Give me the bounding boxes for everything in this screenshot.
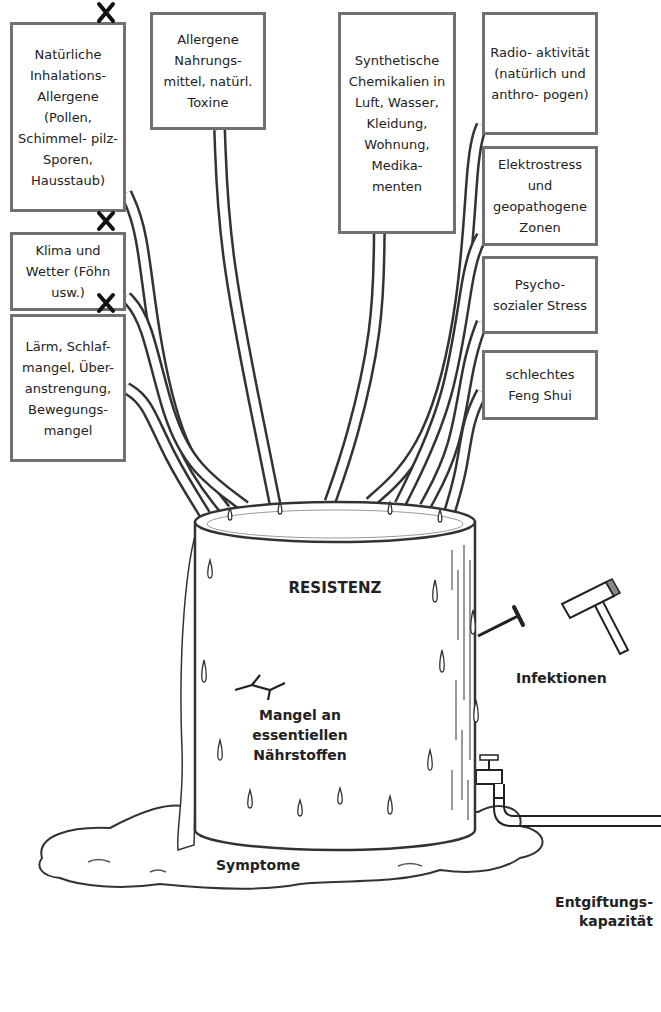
barrel-shading — [457, 570, 458, 640]
water-drop — [248, 790, 253, 808]
barrel-shading — [467, 780, 468, 820]
water-drop — [228, 508, 232, 520]
stressor-box: Radio- aktivität (natürlich und anthro- … — [482, 12, 598, 135]
inflow-pipe — [330, 234, 379, 502]
pipe-inner — [450, 392, 482, 511]
tap-body — [476, 770, 502, 784]
water-drop — [474, 700, 479, 722]
barrel-rim — [195, 502, 475, 542]
hammer-face — [606, 579, 620, 596]
pipe-outline — [220, 130, 275, 504]
water-drop — [338, 788, 343, 804]
box-text: Lärm, Schlaf- mangel, Über- anstrengung,… — [18, 336, 118, 441]
inflow-pipe — [450, 392, 482, 511]
stressor-box: Psycho- sozialer Stress — [482, 256, 598, 334]
tap-stem — [488, 760, 490, 770]
label-holder: Infektionen — [516, 669, 646, 688]
cross-mark — [99, 295, 113, 311]
box-text: Radio- aktivität (natürlich und anthro- … — [490, 42, 590, 105]
barrel-text: Mangel an essentiellen Nährstoffen — [235, 705, 365, 765]
barrel-shape: RESISTENZ Mangel an essentiellen Nährstof… — [190, 500, 480, 850]
water-drop — [278, 502, 282, 514]
water-drop — [471, 610, 476, 634]
barrel-shading — [455, 680, 456, 740]
stressor-box: Lärm, Schlaf- mangel, Über- anstrengung,… — [10, 314, 126, 462]
barrel-text: RESISTENZ — [190, 578, 480, 598]
stressor-box: Natürliche Inhalations- Allergene (Polle… — [10, 22, 126, 212]
box-text: Psycho- sozialer Stress — [490, 274, 590, 316]
water-drop — [440, 650, 445, 672]
pipe-inner — [126, 388, 205, 515]
pipe-inner — [220, 130, 275, 504]
water-drop — [433, 580, 438, 602]
tap-spout — [494, 784, 504, 798]
nail-head — [514, 607, 523, 625]
pipe-outline — [126, 388, 205, 515]
box-text: Klima und Wetter (Föhn usw.) — [18, 240, 118, 303]
barrel-crack — [235, 675, 285, 700]
nail-shaft — [478, 616, 518, 636]
box-text: Elektrostress und geopathogene Zonen — [490, 154, 590, 238]
stressor-box: Synthetische Chemikalien in Luft, Wasser… — [338, 12, 456, 234]
water-drop — [388, 796, 393, 814]
cross-mark — [99, 213, 113, 229]
label-holder: Entgiftungs- kapazität — [527, 893, 653, 931]
drain-pipe — [494, 798, 661, 826]
box-text: Allergene Nahrungs- mittel, natürl. Toxi… — [158, 29, 258, 113]
pipe-outline — [450, 392, 482, 511]
pipe-outline — [330, 234, 379, 502]
water-drop — [218, 740, 223, 760]
barrel-shading — [461, 730, 462, 800]
barrel-shading — [451, 770, 452, 810]
water-drop — [298, 800, 303, 816]
stressor-box: Elektrostress und geopathogene Zonen — [482, 146, 598, 246]
box-text: schlechtes Feng Shui — [490, 364, 590, 406]
callout-label: Infektionen — [516, 669, 646, 688]
stressor-box: Klima und Wetter (Föhn usw.) — [10, 232, 126, 311]
label-holder: Symptome — [216, 856, 326, 875]
callout-label: Symptome — [216, 856, 326, 875]
water-drop — [428, 750, 433, 770]
stressor-box: Allergene Nahrungs- mittel, natürl. Toxi… — [150, 12, 266, 130]
stressor-box: schlechtes Feng Shui — [482, 350, 598, 420]
pipe-inner — [330, 234, 379, 502]
callout-label: Entgiftungs- kapazität — [527, 893, 653, 931]
water-drop — [202, 660, 207, 682]
box-text: Synthetische Chemikalien in Luft, Wasser… — [346, 50, 448, 197]
inflow-pipe — [126, 388, 205, 515]
water-drop — [208, 560, 213, 578]
water-drop — [388, 502, 392, 514]
barrel-shading — [469, 560, 470, 760]
box-text: Natürliche Inhalations- Allergene (Polle… — [18, 44, 118, 191]
barrel-body — [195, 522, 475, 850]
water-drop — [438, 510, 442, 522]
barrel-shading — [463, 545, 464, 700]
barrel-shading — [451, 550, 452, 590]
hammer-head — [562, 582, 614, 618]
cross-mark — [99, 4, 113, 21]
barrel-outline — [190, 500, 480, 860]
inflow-pipe — [220, 130, 275, 504]
water-surface — [207, 510, 463, 538]
tap-handle — [480, 755, 498, 760]
drain-pipe — [504, 798, 661, 816]
